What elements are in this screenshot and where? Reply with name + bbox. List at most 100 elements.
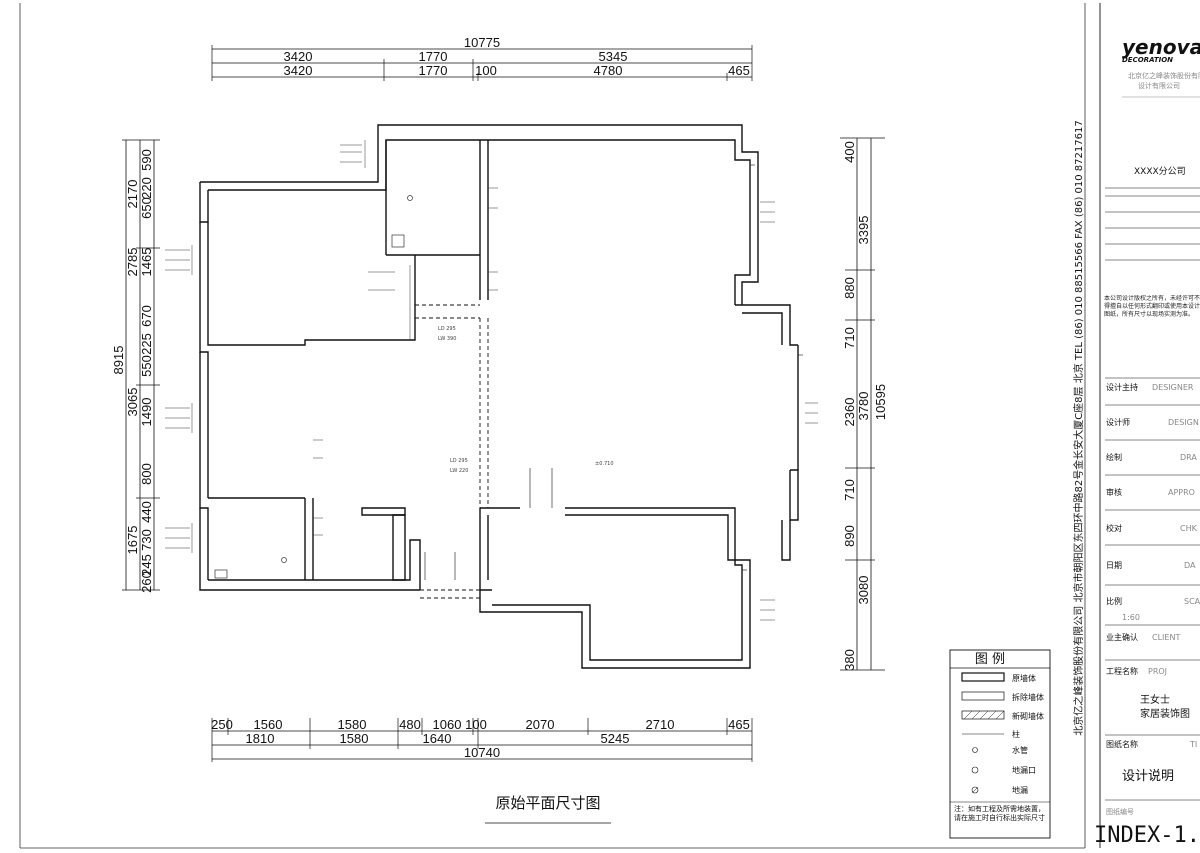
left-dim-2-6: 225 xyxy=(139,333,154,355)
tb-row-label-6: 日期 xyxy=(1106,561,1122,570)
tb-row-value-5: CHK xyxy=(1180,524,1198,533)
bottom-dim-2-2: 1580 xyxy=(340,731,369,746)
left-dim-2-9: 800 xyxy=(139,463,154,485)
top-dim-2-5: 465 xyxy=(728,63,750,78)
tb-row-label-4: 审核 xyxy=(1106,487,1122,497)
bottom-dim-1-4: 480 xyxy=(399,717,421,732)
tb-project-label: 工程名称 xyxy=(1106,666,1138,676)
company-logo-sub: DECORATION xyxy=(1122,56,1173,64)
bottom-dim-total: 10740 xyxy=(464,745,500,760)
bottom-dim-1-6: 100 xyxy=(465,717,487,732)
left-dim-2-11: 245 xyxy=(139,554,154,576)
legend-box xyxy=(949,649,1051,839)
tb-row-value-8: CLIENT xyxy=(1152,633,1180,642)
room-label-a1: LD 295 xyxy=(438,326,456,332)
left-dim-2-8: 1490 xyxy=(139,398,154,427)
left-dim-2-13: 260 xyxy=(139,571,154,593)
right-dim-9: 3080 xyxy=(856,576,871,605)
tb-drawing-index: INDEX-1.0 xyxy=(1094,823,1200,848)
tb-row-label-2: 设计师 xyxy=(1106,417,1130,427)
tb-row-value-2: DESIGN xyxy=(1168,418,1199,427)
left-dim-total: 8915 xyxy=(111,346,126,375)
room-label-c: ±0.710 xyxy=(595,461,614,467)
left-dim-1-4: 1675 xyxy=(125,526,140,555)
room-label-b2: LW 220 xyxy=(450,468,468,474)
company-cn: 北京亿之峰装饰股份有限公司 xyxy=(1128,71,1200,80)
top-dim-2-2: 1770 xyxy=(419,63,448,78)
tb-row-label-8: 业主确认 xyxy=(1106,632,1138,642)
legend-item-6: 地漏口 xyxy=(1012,765,1036,775)
top-dim-2-3: 100 xyxy=(475,63,497,78)
tb-drawing-value: TI xyxy=(1189,740,1197,749)
tb-row-value-6: DA xyxy=(1184,561,1196,570)
tb-row-value-1: DESIGNER xyxy=(1152,383,1194,392)
left-dim-2-5: 550 xyxy=(139,355,154,377)
bottom-dim-2-4: 5245 xyxy=(601,731,630,746)
left-dimensions xyxy=(122,139,160,591)
right-dim-4: 710 xyxy=(842,327,857,349)
bottom-dim-1-2: 1560 xyxy=(254,717,283,732)
left-dim-2-7: 670 xyxy=(139,305,154,327)
top-dim-2-4: 4780 xyxy=(594,63,623,78)
top-dim-1-3: 5345 xyxy=(599,49,628,64)
left-dim-2-1: 220 xyxy=(139,177,154,199)
company-sub: 设计有限公司 xyxy=(1138,81,1180,90)
tb-row-value-7: SCA xyxy=(1184,597,1200,606)
tb-row-label-5: 校对 xyxy=(1106,523,1122,533)
room-label-a2: LW 390 xyxy=(438,336,456,342)
right-dimensions xyxy=(840,137,885,671)
tb-project-line2: 家居装饰图 xyxy=(1140,707,1190,720)
legend-title: 图 例 xyxy=(975,652,1005,667)
tb-drawing-number-label: 图纸编号 xyxy=(1106,807,1134,816)
right-dim-8: 890 xyxy=(842,525,857,547)
disclaimer-wrap: 本公司设计版权之所有，未经许可不得擅自以任何形式翻印或使用本设计图纸，所有尺寸以… xyxy=(1104,295,1200,318)
callouts xyxy=(165,140,818,621)
right-dim-3: 880 xyxy=(842,277,857,299)
tb-row-value-4: APPRO xyxy=(1168,488,1195,497)
tb-drawing-name: 设计说明 xyxy=(1122,769,1174,784)
legend-item-3: 新砌墙体 xyxy=(1012,711,1044,721)
tb-row-label-7: 比例 xyxy=(1106,596,1122,606)
bottom-dim-1-9: 465 xyxy=(728,717,750,732)
right-dim-2: 3395 xyxy=(856,216,871,245)
legend-item-2: 拆除墙体 xyxy=(1012,692,1044,702)
legend-item-1: 原墙体 xyxy=(1012,673,1036,683)
tb-row-label-3: 绘制 xyxy=(1106,452,1122,462)
bottom-dim-1-5: 1060 xyxy=(433,717,462,732)
bottom-dimensions xyxy=(211,718,753,762)
bottom-dim-1-8: 2710 xyxy=(646,717,675,732)
tb-row-label-1: 设计主持 xyxy=(1106,382,1138,392)
bottom-dim-1-1: 250 xyxy=(211,717,233,732)
tb-scale-value: 1:60 xyxy=(1122,613,1140,622)
disclaimer-text: 本公司设计版权之所有，未经许可不得擅自以任何形式翻印或使用本设计图纸，所有尺寸以… xyxy=(1104,295,1200,318)
left-dim-2-3: 650 xyxy=(139,197,154,219)
bottom-dim-1-3: 1580 xyxy=(338,717,367,732)
tb-drawing-label: 图纸名称 xyxy=(1106,739,1138,749)
top-dim-total: 10775 xyxy=(464,35,500,50)
left-dim-1-1: 2170 xyxy=(125,180,140,209)
left-dim-2-12: 730 xyxy=(139,529,154,551)
left-dim-2-4: 1465 xyxy=(139,248,154,277)
drawing-title: 原始平面尺寸图 xyxy=(495,794,600,812)
right-dim-6: 3780 xyxy=(856,392,871,421)
right-dim-7: 710 xyxy=(842,479,857,501)
left-dim-1-3: 3065 xyxy=(125,388,140,417)
bottom-dim-2-3: 1640 xyxy=(423,731,452,746)
tb-project-line1: 王女士 xyxy=(1140,693,1170,706)
room-label-b1: LD 295 xyxy=(450,458,468,464)
vertical-address: 北京亿之峰装饰股份有限公司 北京市朝阳区东四环中路82号金长安大厦C座8层 北京… xyxy=(1072,120,1085,735)
right-dim-total: 10595 xyxy=(873,384,888,420)
top-dim-1-2: 1770 xyxy=(419,49,448,64)
floor-plan-walls xyxy=(199,124,803,669)
top-dim-2-1: 3420 xyxy=(284,63,313,78)
left-dim-2-2: 590 xyxy=(139,149,154,171)
left-dim-1-2: 2785 xyxy=(125,248,140,277)
right-dim-10: 380 xyxy=(842,649,857,671)
title-block: 北京亿之峰装饰股份有限公司 北京市朝阳区东四环中路82号金长安大厦C座8层 北京… xyxy=(1072,3,1200,848)
tb-row-value-3: DRA xyxy=(1180,453,1197,462)
legend-note: 注：如有工程及所需地装置，请在施工时自行标出实际尺寸 xyxy=(954,805,1045,822)
legend-item-4: 柱 xyxy=(1012,729,1020,739)
bottom-dim-2-1: 1810 xyxy=(246,731,275,746)
legend-item-5: 水管 xyxy=(1012,745,1028,755)
